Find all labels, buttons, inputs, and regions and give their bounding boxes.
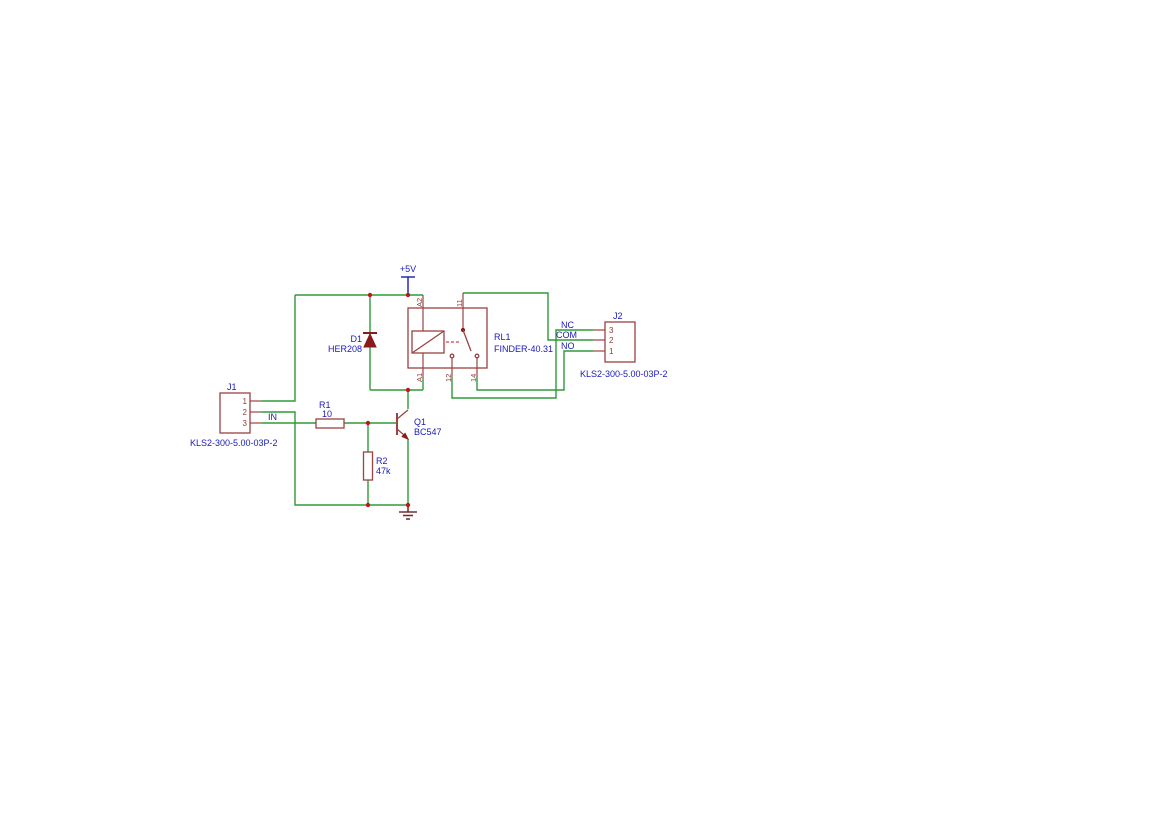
- r1-value: 10: [322, 409, 332, 419]
- j1-pin2-number: 2: [243, 408, 248, 417]
- d1-value: HER208: [328, 344, 362, 354]
- d1-refdes: D1: [350, 334, 362, 344]
- j2-pin1-number: 1: [609, 347, 614, 356]
- component-r1[interactable]: R1 10: [315, 400, 345, 429]
- component-q1[interactable]: Q1 BC547: [396, 409, 442, 440]
- wire-j1-pin1-to-5v: [262, 295, 296, 402]
- rl1-pin-11-label: 11: [455, 299, 464, 307]
- q1-collector-lead: [396, 409, 409, 420]
- rl1-nc-contact: [449, 353, 455, 359]
- power-symbol-5v[interactable]: +5V: [400, 264, 416, 295]
- rl1-refdes: RL1: [494, 332, 511, 342]
- j2-part-number: KLS2-300-5.00-03P-2: [580, 369, 668, 379]
- j2-body: [604, 321, 636, 363]
- net-label-nc: NC: [561, 320, 574, 330]
- q1-refdes: Q1: [414, 417, 426, 427]
- j1-pin1-number: 1: [243, 397, 248, 406]
- rl1-armature: [462, 329, 472, 352]
- q1-value: BC547: [414, 427, 442, 437]
- q1-emitter-arrow: [401, 432, 410, 440]
- r2-value: 47k: [376, 466, 391, 476]
- j1-pin3-number: 3: [243, 419, 248, 428]
- component-j1[interactable]: 1 2 3 J1 KLS2-300-5.00-03P-2: [190, 382, 278, 448]
- rl1-pin-a1-label: A1: [415, 373, 424, 382]
- j2-pin3-number: 3: [609, 326, 614, 335]
- rl1-pin-a2-label: A2: [415, 298, 424, 307]
- ground-symbol[interactable]: [399, 505, 417, 520]
- r1-body: [315, 418, 345, 429]
- wire-nc-route: [451, 329, 593, 399]
- junction-power-tap: [405, 292, 411, 298]
- j1-refdes: J1: [227, 382, 237, 392]
- wire-no-route: [476, 350, 593, 391]
- junction-r2-base: [365, 420, 371, 426]
- rl1-no-contact: [474, 353, 480, 359]
- power-net-label: +5V: [400, 264, 416, 274]
- junction-emitter-gnd: [405, 502, 411, 508]
- junction-r2-gnd: [365, 502, 371, 508]
- net-label-in: IN: [268, 412, 277, 422]
- wire-com-route: [463, 292, 593, 341]
- j1-body: [219, 392, 251, 434]
- component-d1[interactable]: D1 HER208: [328, 332, 377, 354]
- d1-anode-triangle: [363, 332, 377, 348]
- rl1-pin-14-label: 14: [469, 374, 478, 382]
- component-j2[interactable]: 3 2 1 J2 KLS2-300-5.00-03P-2: [580, 311, 668, 379]
- j2-refdes: J2: [613, 311, 623, 321]
- rl1-coil-diagonal: [411, 330, 445, 354]
- wire-j1-pin2-to-gnd-rail: [262, 411, 408, 506]
- r2-refdes: R2: [376, 456, 388, 466]
- j2-pin2-number: 2: [609, 336, 614, 345]
- component-rl1[interactable]: A2 11 A1 12 14 RL1 FINDER-40.31: [407, 293, 553, 382]
- rl1-value: FINDER-40.31: [494, 344, 553, 354]
- component-r2[interactable]: R2 47k: [362, 451, 392, 481]
- rl1-pin-12-label: 12: [444, 374, 453, 382]
- net-label-com: COM: [556, 330, 577, 340]
- junction-d1-5v: [367, 292, 373, 298]
- junction-collector-node: [405, 387, 411, 393]
- q1-emitter-lead: [396, 428, 405, 436]
- j1-part-number: KLS2-300-5.00-03P-2: [190, 438, 278, 448]
- junctions: [365, 292, 411, 508]
- net-label-no: NO: [561, 341, 575, 351]
- r1-refdes: R1: [319, 400, 331, 410]
- r2-body: [362, 451, 374, 481]
